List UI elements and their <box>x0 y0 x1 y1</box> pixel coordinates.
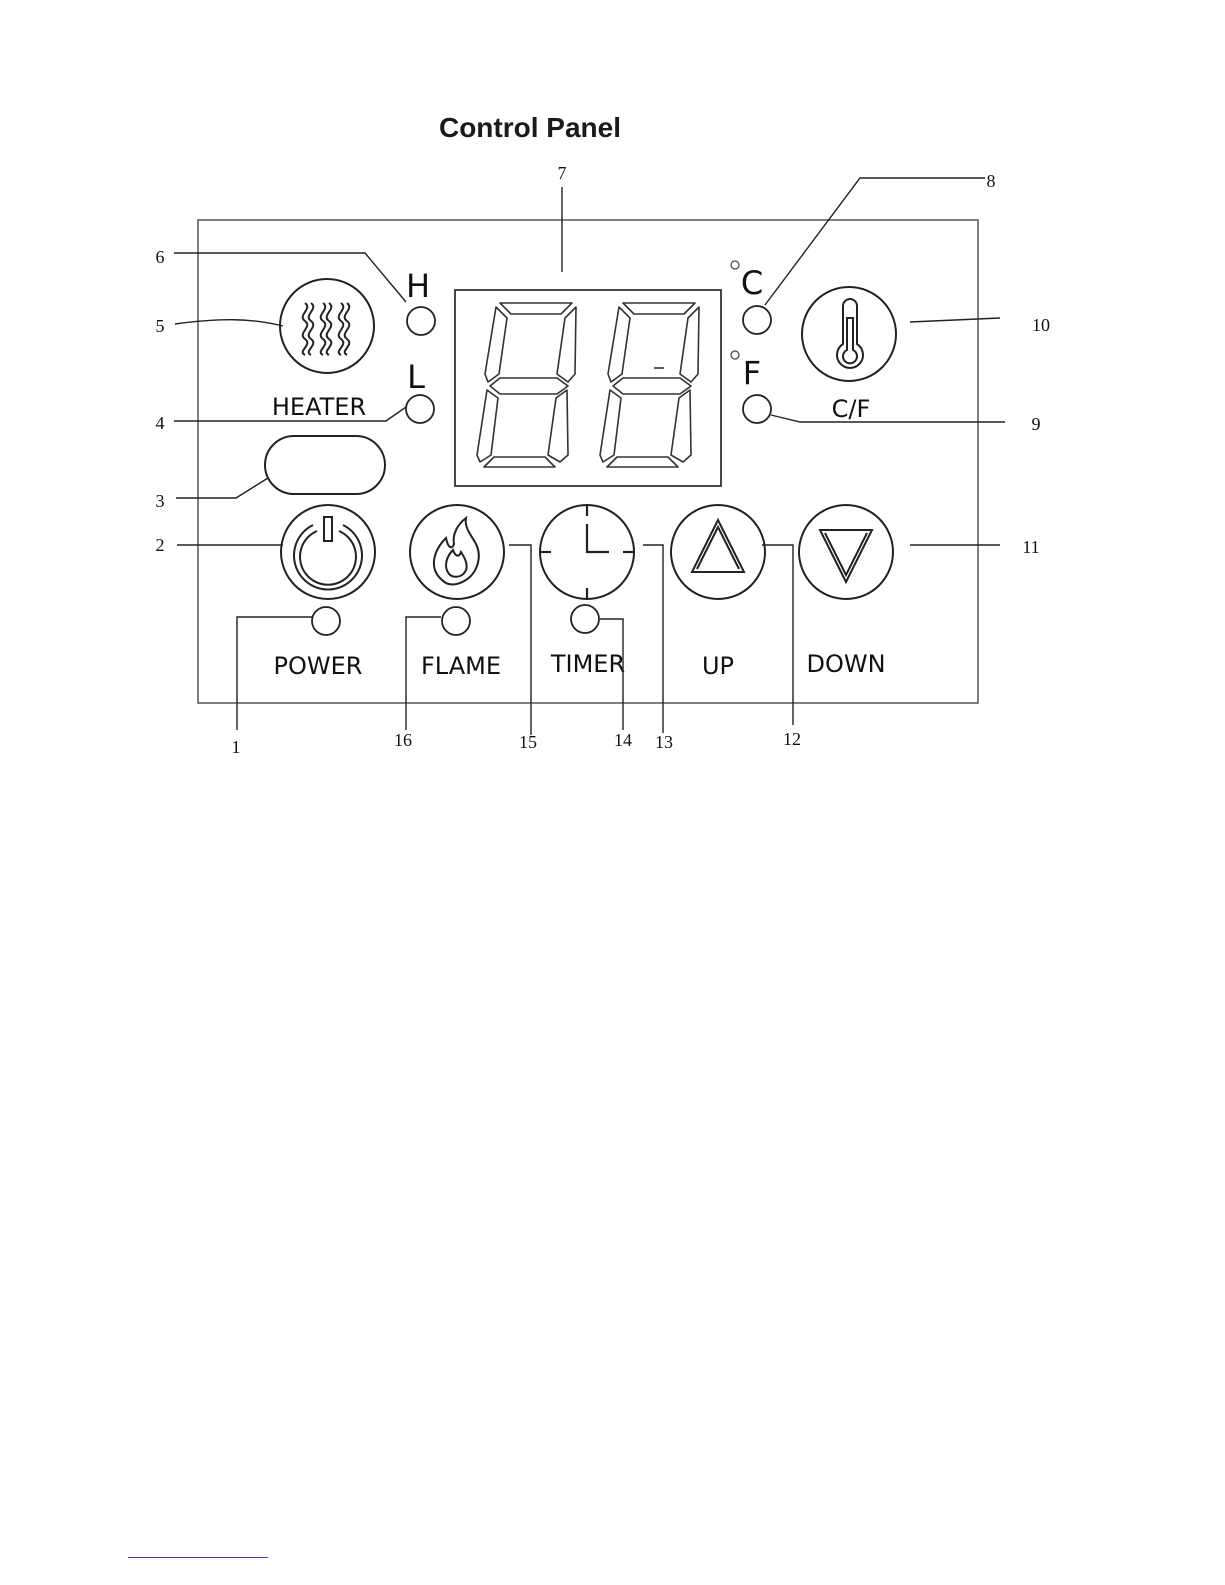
cf-label: C/F <box>832 395 871 423</box>
power-indicator-led <box>312 607 340 635</box>
flame-indicator-led <box>442 607 470 635</box>
callout-13: 13 <box>655 732 673 752</box>
down-label: DOWN <box>806 650 885 678</box>
degree-symbol <box>731 351 739 359</box>
power-icon <box>294 517 362 590</box>
callout-5: 5 <box>156 316 165 336</box>
power-label: POWER <box>274 652 363 680</box>
callout-2: 2 <box>156 535 165 555</box>
callout-10: 10 <box>1032 315 1050 335</box>
seven-segment-display <box>455 290 721 486</box>
callout-12: 12 <box>783 729 801 749</box>
display-window-oval <box>265 436 385 494</box>
callout-7: 7 <box>558 163 567 183</box>
callout-14: 14 <box>614 730 632 750</box>
high-label: H <box>406 267 430 305</box>
degree-symbol <box>731 261 739 269</box>
fahrenheit-indicator-led <box>743 395 771 423</box>
up-label: UP <box>702 652 734 680</box>
callout-11: 11 <box>1022 537 1039 557</box>
low-indicator-led <box>406 395 434 423</box>
heater-button[interactable] <box>280 279 374 373</box>
heater-label: HEATER <box>272 393 366 421</box>
callout-4: 4 <box>156 413 165 433</box>
low-label: L <box>407 358 425 396</box>
timer-button[interactable] <box>539 504 635 600</box>
callout-6: 6 <box>156 247 165 267</box>
temperature-unit-button[interactable] <box>802 287 896 381</box>
callout-1: 1 <box>232 737 241 757</box>
timer-indicator-led <box>571 605 599 633</box>
callout-8: 8 <box>987 171 996 191</box>
down-button[interactable] <box>799 505 893 599</box>
callout-3: 3 <box>156 491 165 511</box>
callout-15: 15 <box>519 732 537 752</box>
flame-label: FLAME <box>421 652 501 680</box>
arrow-up-icon <box>692 520 744 572</box>
fahrenheit-label: F <box>743 354 761 392</box>
timer-label: TIMER <box>550 650 625 678</box>
callout-16: 16 <box>394 730 412 750</box>
arrow-down-icon <box>820 530 872 582</box>
power-button[interactable] <box>281 505 375 599</box>
flame-icon <box>434 518 479 585</box>
high-indicator-led <box>407 307 435 335</box>
thermometer-icon <box>837 299 863 368</box>
up-button[interactable] <box>671 505 765 599</box>
footer-rule <box>128 1557 268 1558</box>
celsius-label: C <box>741 264 763 302</box>
heat-waves-icon <box>303 303 350 355</box>
flame-button[interactable] <box>410 505 504 599</box>
celsius-indicator-led <box>743 306 771 334</box>
callout-9: 9 <box>1032 414 1041 434</box>
